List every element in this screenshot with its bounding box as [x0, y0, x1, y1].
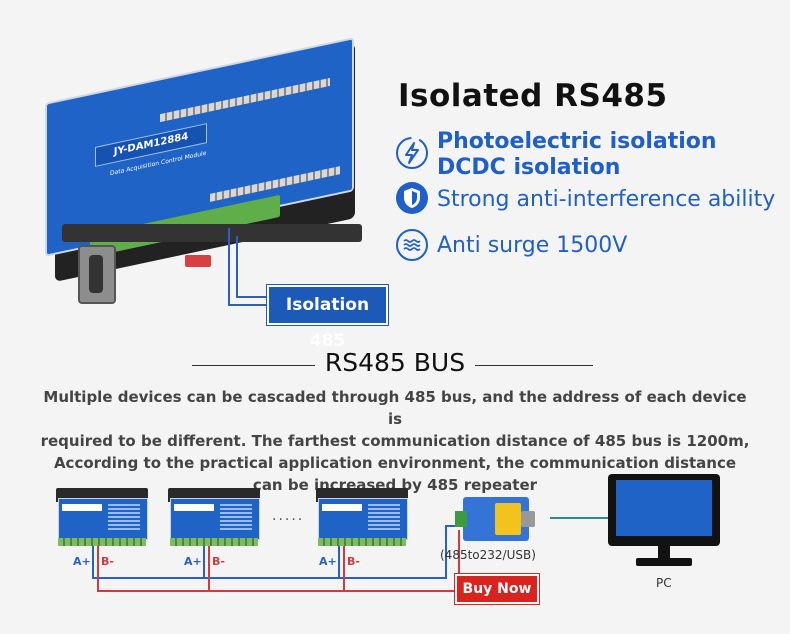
bus-device-2: [168, 488, 260, 548]
pc-monitor-icon: [608, 474, 720, 569]
pc-label: PC: [656, 576, 672, 590]
bus-description: Multiple devices can be cascaded through…: [40, 386, 750, 496]
b-minus-label: B-: [212, 555, 225, 568]
a-plus-label: A+: [319, 555, 337, 568]
din-rail: [62, 224, 362, 242]
bus-wire-b: [97, 590, 460, 592]
section-title-text: RS485 BUS: [314, 348, 476, 377]
a-plus-label: A+: [184, 555, 202, 568]
isolation-485-badge: Isolation 485: [267, 285, 388, 351]
b-minus-label: B-: [101, 555, 114, 568]
a-plus-label: A+: [73, 555, 91, 568]
db9-connector: [78, 245, 116, 304]
wire-to-converter-b: [458, 530, 460, 592]
feature-anti-surge: Anti surge 1500V: [437, 233, 628, 258]
wave-icon: [396, 229, 428, 261]
bus-device-3: [316, 488, 408, 548]
wire-drop-b3: [343, 545, 345, 592]
divider-left: [192, 365, 317, 366]
shield-icon: [396, 182, 428, 214]
lightning-icon: [396, 137, 428, 169]
bus-device-1: [56, 488, 148, 548]
section-title: RS485 BUS: [0, 348, 790, 377]
wire-drop-b2: [208, 545, 210, 592]
red-connector: [185, 255, 211, 267]
wire-drop-a3: [338, 545, 340, 579]
wire-drop-a2: [203, 545, 205, 579]
wire-to-converter-a-h: [445, 525, 461, 527]
wire-to-converter-a: [445, 525, 447, 579]
converter-485to232: [455, 497, 535, 541]
page-title: Isolated RS485: [398, 78, 668, 114]
callout-line: [228, 228, 270, 306]
wire-drop-b1: [97, 545, 99, 592]
description-line: required to be different. The farthest c…: [40, 432, 750, 450]
b-minus-label: B-: [347, 555, 360, 568]
divider-right: [468, 365, 593, 366]
buy-now-button[interactable]: Buy Now: [455, 574, 539, 604]
description-line: Multiple devices can be cascaded through…: [43, 388, 747, 428]
callout-line-inner: [236, 236, 270, 298]
bus-wire-a: [92, 577, 447, 579]
feature-anti-interference: Strong anti-interference ability: [437, 187, 776, 212]
feature-photoelectric: Photoelectric isolation: [437, 129, 717, 154]
wire-drop-a1: [92, 545, 94, 579]
converter-label: (485to232/USB): [440, 548, 536, 562]
description-line: According to the practical application e…: [53, 454, 737, 472]
device-illustration: JY-DAM12884 Data Acquisition Control Mod…: [0, 0, 390, 330]
usb-link-line: [550, 517, 610, 519]
ellipsis: .....: [272, 508, 305, 524]
feature-dcdc: DCDC isolation: [437, 155, 621, 180]
